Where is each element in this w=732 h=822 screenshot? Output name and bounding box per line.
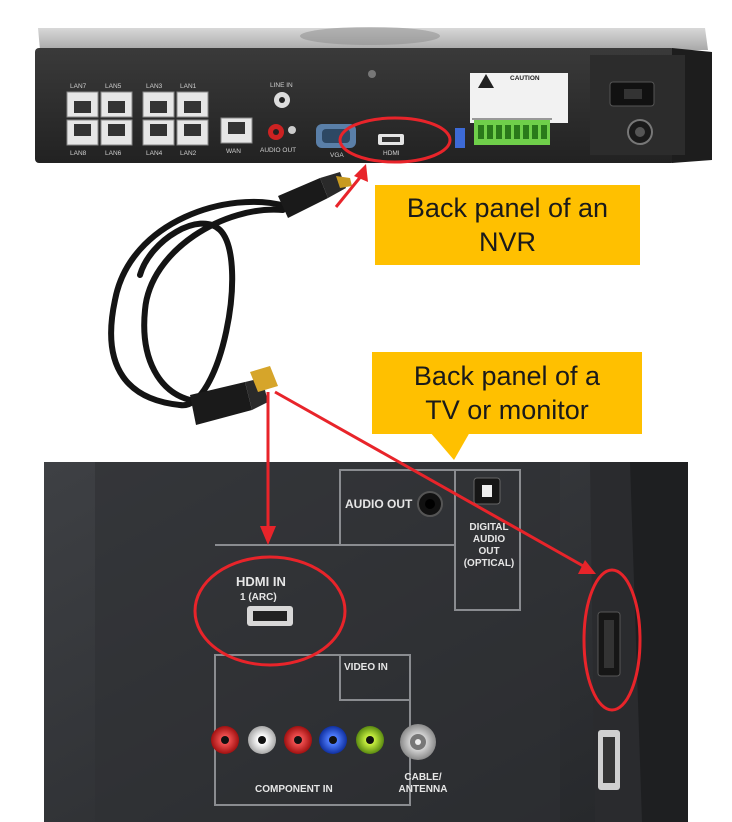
tv-video-in-box bbox=[339, 654, 411, 701]
tv-callout: Back panel of a TV or monitor bbox=[372, 352, 642, 434]
nvr-port-labels: LAN7 LAN5 LAN3 LAN1 LAN8 LAN6 LAN4 LAN2 … bbox=[70, 82, 400, 159]
tv-rca-jacks bbox=[211, 724, 436, 760]
tv-component-in-label: COMPONENT IN bbox=[255, 784, 333, 795]
tv-callout-pointer bbox=[430, 432, 470, 460]
hdmi-label: HDMI bbox=[383, 150, 400, 157]
hdmi-cable bbox=[108, 198, 288, 409]
nvr-screw bbox=[368, 70, 376, 78]
tv-audio-out-label: AUDIO OUT bbox=[345, 497, 413, 511]
lan-label-bottom-2: LAN4 bbox=[146, 150, 163, 157]
nvr-terminal-block bbox=[474, 120, 550, 145]
line-in-label: LINE IN bbox=[270, 82, 293, 89]
cable-connector-top bbox=[278, 172, 352, 218]
tv-optical-box bbox=[454, 469, 521, 611]
audio-out-label: AUDIO OUT bbox=[260, 147, 296, 154]
nvr-logo bbox=[300, 27, 440, 45]
tv-side-hdmi-highlight-ellipse bbox=[582, 568, 642, 712]
lan-label-bottom-3: LAN2 bbox=[180, 150, 197, 157]
tv-hdmi-sub-label: 1 (ARC) bbox=[240, 592, 277, 603]
tv-panel bbox=[44, 462, 688, 822]
lan-label-top-1: LAN5 bbox=[105, 83, 122, 90]
lan-label-bottom-1: LAN6 bbox=[105, 150, 122, 157]
cable-connector-bottom bbox=[190, 366, 278, 425]
wan-label: WAN bbox=[226, 148, 241, 155]
nvr-device bbox=[35, 27, 712, 163]
tv-port-labels: AUDIO OUT HDMI IN 1 (ARC) VIDEO IN COMPO… bbox=[236, 497, 413, 795]
nvr-usb-port bbox=[455, 128, 465, 148]
vga-label: VGA bbox=[330, 152, 344, 159]
lan-label-bottom-0: LAN8 bbox=[70, 150, 87, 157]
nvr-hdmi-highlight-ellipse bbox=[338, 116, 452, 164]
nvr-callout: Back panel of an NVR bbox=[375, 185, 640, 265]
nvr-lan-port-holes bbox=[74, 101, 245, 136]
tv-hdmi-highlight-ellipse bbox=[193, 555, 347, 667]
arrows bbox=[260, 164, 596, 574]
tv-hdmi-in-label: HDMI IN bbox=[236, 574, 286, 589]
tv-cable-antenna-label: CABLE/ ANTENNA bbox=[398, 772, 448, 795]
tv-video-in-label: VIDEO IN bbox=[344, 662, 388, 673]
lan-label-top-3: LAN1 bbox=[180, 83, 197, 90]
lan-label-top-0: LAN7 bbox=[70, 83, 87, 90]
tv-digital-audio-label: DIGITAL AUDIO OUT (OPTICAL) bbox=[463, 522, 515, 569]
caution-label: CAUTION bbox=[510, 75, 540, 82]
lan-label-top-2: LAN3 bbox=[146, 83, 163, 90]
highlights bbox=[193, 116, 642, 712]
